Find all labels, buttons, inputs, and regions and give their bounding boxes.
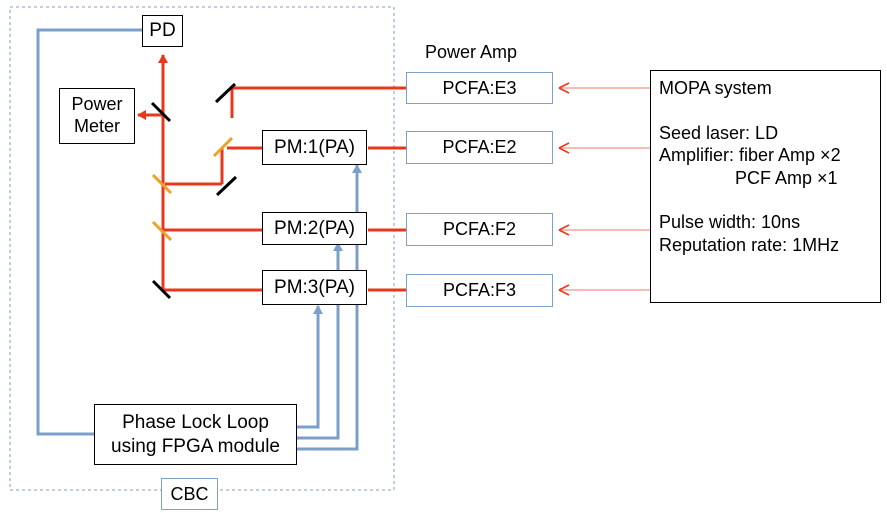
beamsplitter-pm1 <box>212 136 234 158</box>
mirror-bottom <box>151 279 172 300</box>
power-meter-label-line1: Power <box>71 94 123 115</box>
mopa-rate: Reputation rate: 1MHz <box>659 234 840 255</box>
mirror-power-meter <box>150 101 172 123</box>
mopa-seed: Seed laser: LD <box>659 122 779 143</box>
mopa-title: MOPA system <box>659 78 772 98</box>
pd-feedback-line <box>36 28 142 436</box>
beamsplitter-combine-1 <box>151 173 173 195</box>
control-line-pm2 <box>297 242 343 440</box>
pcfa-e3-label: PCFA:E3 <box>442 77 517 98</box>
mirror-pm1-corner <box>215 175 238 197</box>
mopa-pulse: Pulse width: 10ns <box>659 212 801 232</box>
mopa-spacer-2 <box>659 189 880 211</box>
pcfa-e2-label: PCFA:E2 <box>442 137 517 157</box>
cbc-label: CBC <box>170 483 209 504</box>
pcfa-f3: PCFA:F3 <box>406 274 553 307</box>
control-line-pm1 <box>297 164 362 451</box>
power-meter-label-line2: Meter <box>73 116 120 136</box>
control-line-pm3 <box>297 305 323 429</box>
pcfa-f3-label: PCFA:F3 <box>442 280 517 300</box>
phase-modulator-2: PM:2(PA) <box>262 212 367 245</box>
phase-modulator-1: PM:1(PA) <box>262 130 367 165</box>
pcfa-f2-label: PCFA:F2 <box>442 219 517 239</box>
power-amp-heading: Power Amp <box>425 42 518 62</box>
mopa-system-box: MOPA system Seed laser: LD Amplifier: fi… <box>650 70 881 303</box>
mopa-amp1: Amplifier: fiber Amp ×2 <box>659 145 841 165</box>
cbc-label-box: CBC <box>161 478 218 510</box>
pd-label: PD <box>149 20 176 41</box>
pd-detector: PD <box>142 15 183 47</box>
pcfa-e3: PCFA:E3 <box>406 72 553 104</box>
phase-lock-loop: Phase Lock Loop using FPGA module <box>94 404 297 465</box>
phase-modulator-3: PM:3(PA) <box>262 270 367 305</box>
power-meter: Power Meter <box>59 88 135 144</box>
mopa-spacer-1 <box>659 100 880 122</box>
pm2-label: PM:2(PA) <box>274 217 355 239</box>
mopa-amp2: PCF Amp ×1 <box>735 167 838 188</box>
pm1-label: PM:1(PA) <box>274 136 355 158</box>
pcfa-e2: PCFA:E2 <box>406 131 553 164</box>
mirror-top <box>214 82 237 104</box>
pll-label-line1: Phase Lock Loop <box>122 412 269 434</box>
pm3-label: PM:3(PA) <box>274 276 355 298</box>
pcfa-f2: PCFA:F2 <box>406 213 553 246</box>
beamsplitter-combine-2 <box>151 220 173 242</box>
pll-label-line2: using FPGA module <box>111 435 280 457</box>
